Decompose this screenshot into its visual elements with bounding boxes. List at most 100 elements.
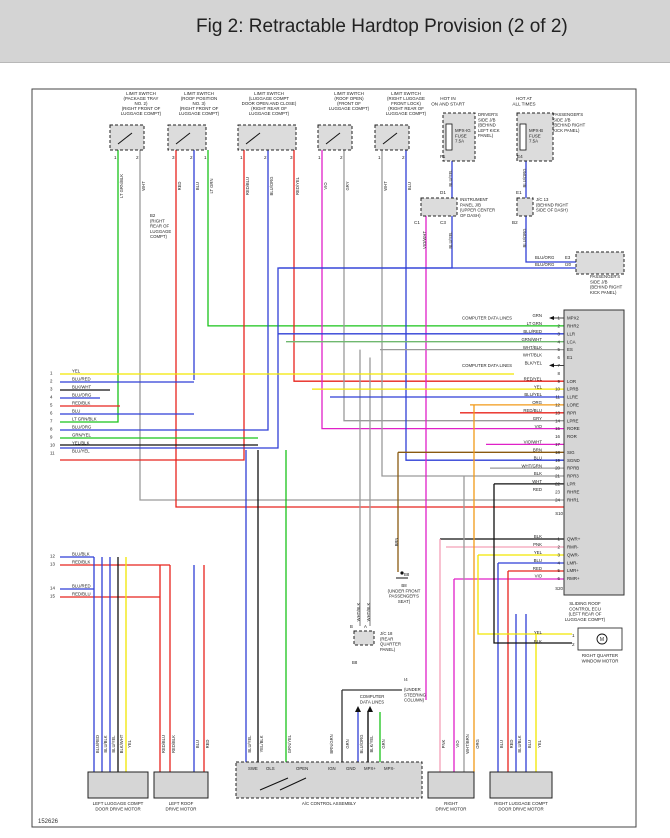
passengers-side-jb-right-label: KICK PANEL) bbox=[590, 290, 617, 295]
right-drive-motor-label: RIGHT bbox=[444, 801, 458, 806]
wire-color-label: WHT bbox=[532, 479, 542, 484]
wire-color-label: WHT/BLK bbox=[356, 602, 361, 621]
ecu-pin-function: RORE bbox=[567, 426, 580, 431]
wire-color-label: LT GRN/BLK bbox=[72, 416, 97, 421]
computer-data-lines-label: DATA LINES bbox=[360, 699, 384, 704]
wire-color-label: BLK bbox=[534, 471, 542, 476]
wire-color-label: WHT/BLK bbox=[523, 353, 542, 358]
instrument-panel-jb bbox=[420, 197, 458, 217]
pin-number: 1 bbox=[204, 155, 207, 160]
jc13-label: J/C 13 bbox=[536, 197, 549, 202]
drivers-side-jb-label: DRIVER'S bbox=[478, 112, 498, 117]
i4-label: (UNDER bbox=[404, 687, 421, 692]
ecu-pin-function: LPR bbox=[567, 482, 576, 487]
ecu-pin-number: 9 bbox=[558, 379, 561, 384]
ecu-pin-number: 19 bbox=[555, 458, 560, 463]
pin-number: 3 bbox=[290, 155, 293, 160]
ecu-pin-function: LPRB bbox=[567, 387, 579, 392]
limit-switch-right-luggage-front-lock-label: LUGGAGE COMPT) bbox=[386, 111, 427, 116]
limit-switch-roof-open-label: LIMIT SWITCH bbox=[334, 91, 364, 96]
hot-in-on-and-start-label: HOT IN bbox=[440, 96, 455, 101]
ecu-pin-function: RHR2 bbox=[567, 324, 580, 329]
limit-switch-right-luggage-front-lock-label: (RIGHT REAR OF bbox=[388, 106, 424, 111]
pin-number: 2 bbox=[340, 155, 343, 160]
pin-number: 1 bbox=[240, 155, 243, 160]
pin-label: E1 bbox=[516, 190, 522, 195]
jc13-label: SIDE OF DASH) bbox=[536, 208, 568, 213]
left-bus-number: 5 bbox=[50, 403, 53, 408]
ecu-pin-function: RMR- bbox=[567, 545, 579, 550]
figure-title: Fig 2: Retractable Hardtop Provision (2 … bbox=[196, 16, 568, 37]
wire-color-label: GRN/WHT bbox=[521, 337, 542, 342]
ecu-pin-function: E1 bbox=[567, 355, 573, 360]
limit-switch-right-luggage-front-lock-label: FRONT LOCK) bbox=[391, 101, 421, 106]
ecu-pin-number: 11 bbox=[555, 395, 560, 400]
passengers-side-jb-right bbox=[575, 251, 625, 275]
motor-symbol: M bbox=[600, 637, 604, 643]
wire-layer bbox=[60, 150, 576, 772]
wire-blu-org-door bbox=[60, 150, 269, 431]
wire-color-label: BLU bbox=[534, 455, 542, 460]
computer-data-lines-label: COMPUTER DATA LINES bbox=[462, 363, 512, 368]
arrow-icon bbox=[355, 706, 361, 712]
arrow-icon bbox=[549, 316, 554, 320]
wire-color-label: BLU/YEL bbox=[72, 448, 90, 453]
limit-switch-package-tray-label: (RIGHT FRONT OF bbox=[122, 106, 161, 111]
switch-contact bbox=[117, 132, 133, 145]
wire-color-label: RED bbox=[533, 566, 542, 571]
sliding-roof-control-ecu bbox=[563, 309, 625, 596]
switch-contact bbox=[325, 132, 341, 145]
ecu-pin-function: RPR3 bbox=[567, 474, 579, 479]
pin-number: 2 bbox=[402, 155, 405, 160]
i4-label: STEERING bbox=[404, 692, 427, 697]
limit-switch-right-luggage-front-lock-label: (RIGHT LUGGAGE bbox=[387, 96, 425, 101]
wire-color-label: BRN/GRN bbox=[329, 734, 334, 753]
wire-color-label: ORG bbox=[475, 739, 480, 749]
left-luggage-door-drive-motor-label: LEFT LUGGAGE COMPT bbox=[93, 801, 144, 806]
b2-junction-label: REAR OF bbox=[150, 224, 169, 229]
wire-color-label: RED/BLK bbox=[171, 735, 176, 753]
ecu-pin-function: RHRE bbox=[567, 489, 580, 494]
wire-color-label: RED/BLU bbox=[72, 591, 91, 596]
ecu-pin-number: 6 bbox=[558, 576, 561, 581]
ac-terminal-label: OLS bbox=[266, 766, 275, 771]
wire-color-label: RED/BLU bbox=[161, 735, 166, 753]
drivers-side-jb-label: PANEL) bbox=[478, 133, 494, 138]
wire-color-label: GRN/YEL bbox=[72, 432, 91, 437]
passengers-side-jb-right-label: PASSENGER'S bbox=[590, 274, 620, 279]
switch-contact bbox=[245, 132, 261, 145]
mpx-ig-fuse-label: FUSE bbox=[455, 133, 467, 138]
wire-color-label: BLU/BLK bbox=[517, 735, 522, 752]
ecu-pin-function: QWR+ bbox=[567, 537, 581, 542]
ecu-pin-number: 13 bbox=[555, 410, 560, 415]
left-bus-number: 1 bbox=[50, 371, 53, 376]
limit-switch-roof-position-label: LUGGAGE COMPT) bbox=[179, 111, 220, 116]
ecu-pin-function: SGND bbox=[567, 458, 580, 463]
mpx-b-fuse-label: 7.5A bbox=[529, 139, 538, 144]
b2-junction-label: LUGGAGE bbox=[150, 229, 171, 234]
i4-label: COLUMN) bbox=[404, 698, 425, 703]
left-bus-number: 8 bbox=[50, 427, 53, 432]
pin-number: 1 bbox=[572, 633, 575, 638]
limit-switch-roof-open-label: (FRONT OF bbox=[337, 101, 361, 106]
instrument-panel-jb-label: (UPPER CENTER bbox=[460, 208, 495, 213]
wire-color-label: BLK/YEL bbox=[369, 735, 374, 753]
passengers-side-jb-label: (BEHIND RIGHT bbox=[553, 123, 586, 128]
ecu-pin-number: 7 bbox=[558, 363, 561, 368]
ecu-pin-number: 14 bbox=[555, 418, 560, 423]
b2-junction-label: (RIGHT bbox=[150, 218, 165, 223]
wire-color-label: LT GRN bbox=[527, 321, 542, 326]
pin-label: B bbox=[350, 624, 353, 629]
hot-at-all-times-label: HOT AT bbox=[516, 96, 532, 101]
wire-color-label: BLU/ORG bbox=[359, 735, 364, 754]
pin-label: B8 bbox=[404, 572, 410, 577]
pin-label: I20 bbox=[565, 262, 572, 267]
wire-color-label: GRY bbox=[533, 416, 542, 421]
motor-icon bbox=[596, 633, 608, 645]
wire-color-label: BLU/ORG bbox=[522, 229, 527, 248]
ecu-pin-function: QWR- bbox=[567, 552, 580, 557]
wire-color-label: RED/BLK bbox=[72, 559, 91, 564]
wire-color-label: WHT bbox=[141, 181, 146, 191]
ecu-pin-number: 22 bbox=[555, 482, 560, 487]
wire-color-label: BLK bbox=[534, 534, 542, 539]
